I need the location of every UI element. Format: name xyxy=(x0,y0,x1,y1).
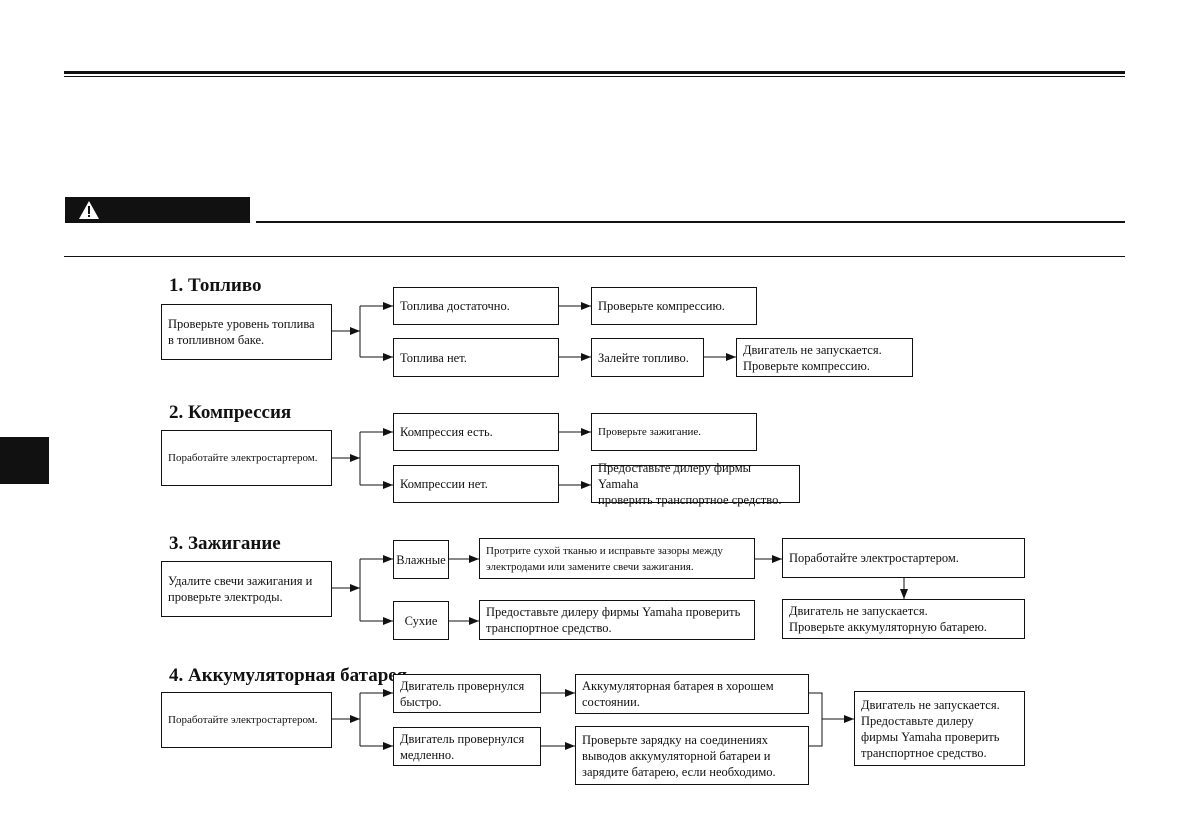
fuel-bad-action-box: Залейте топливо. xyxy=(591,338,704,377)
fuel-bad-box: Топлива нет. xyxy=(393,338,559,377)
compression-ok-action-box: Проверьте зажигание. xyxy=(591,413,757,451)
section-title-fuel: 1. Топливо xyxy=(169,275,262,296)
fuel-ok-box: Топлива достаточно. xyxy=(393,287,559,325)
fuel-ok-action-box: Проверьте компрессию. xyxy=(591,287,757,325)
compression-bad-action-box: Предоставьте дилеру фирмы Yamaha провери… xyxy=(591,461,800,507)
compression-ok-action-text: Проверьте зажигание. xyxy=(598,426,702,438)
ignition-dry-text: Сухие xyxy=(404,613,438,628)
ignition-wet-text: Влажные xyxy=(396,552,446,567)
battery-fast-result-box: Аккумуляторная батарея в хорошем состоян… xyxy=(575,674,809,714)
battery-final-box: Двигатель не запускается. Предоставьте д… xyxy=(854,691,1025,766)
warning-icon xyxy=(79,201,99,219)
fuel-ok-text: Топлива достаточно. xyxy=(400,299,510,313)
fuel-result-text: Двигатель не запускается. Проверьте комп… xyxy=(743,342,882,373)
ignition-wet-next-box: Поработайте электростартером. xyxy=(782,538,1025,578)
warning-rule xyxy=(256,221,1125,223)
ignition-dry-box: Сухие xyxy=(393,601,449,640)
ignition-wet-action-text: Протрите сухой тканью и исправьте зазоры… xyxy=(486,544,723,573)
ignition-wet-result-box: Двигатель не запускается. Проверьте акку… xyxy=(782,599,1025,639)
ignition-dry-action-text: Предоставьте дилеру фирмы Yamaha провери… xyxy=(486,605,741,635)
battery-slow-box: Двигатель провернулся медленно. xyxy=(393,727,541,766)
ignition-start-box: Удалите свечи зажигания и проверьте элек… xyxy=(161,561,332,617)
battery-slow-text: Двигатель провернулся медленно. xyxy=(400,731,525,762)
battery-start-box: Поработайте электростартером. xyxy=(161,692,332,748)
section-title-compression: 2. Компрессия xyxy=(169,402,292,423)
warning-banner xyxy=(65,197,250,223)
battery-fast-text: Двигатель провернулся быстро. xyxy=(400,678,525,709)
battery-final-text: Двигатель не запускается. Предоставьте д… xyxy=(861,697,1000,760)
battery-fast-result-text: Аккумуляторная батарея в хорошем состоян… xyxy=(582,679,774,709)
top-rule-thin xyxy=(64,76,1125,77)
fuel-bad-text: Топлива нет. xyxy=(400,350,467,365)
battery-start-text: Поработайте электростартером. xyxy=(168,714,318,726)
battery-slow-action-text: Проверьте зарядку на соединениях выводов… xyxy=(582,732,776,779)
compression-ok-text: Компрессия есть. xyxy=(400,425,493,439)
fuel-bad-action-text: Залейте топливо. xyxy=(598,350,689,365)
ignition-wet-result-text: Двигатель не запускается. Проверьте акку… xyxy=(789,604,987,634)
compression-ok-box: Компрессия есть. xyxy=(393,413,559,451)
chapter-tab xyxy=(0,437,49,484)
compression-bad-action-text: Предоставьте дилеру фирмы Yamaha провери… xyxy=(598,461,782,507)
fuel-ok-action-text: Проверьте компрессию. xyxy=(598,299,725,313)
fuel-start-text: Проверьте уровень топлива в топливном ба… xyxy=(168,317,315,347)
ignition-wet-box: Влажные xyxy=(393,540,449,579)
ignition-start-text: Удалите свечи зажигания и проверьте элек… xyxy=(168,574,313,604)
warning-bottom-rule xyxy=(64,256,1125,257)
fuel-start-box: Проверьте уровень топлива в топливном ба… xyxy=(161,304,332,360)
fuel-result-box: Двигатель не запускается. Проверьте комп… xyxy=(736,338,913,377)
battery-fast-box: Двигатель провернулся быстро. xyxy=(393,674,541,713)
ignition-wet-action-box: Протрите сухой тканью и исправьте зазоры… xyxy=(479,538,755,579)
battery-slow-action-box: Проверьте зарядку на соединениях выводов… xyxy=(575,726,809,785)
ignition-dry-action-box: Предоставьте дилеру фирмы Yamaha провери… xyxy=(479,600,755,640)
section-title-battery: 4. Аккумуляторная батарея xyxy=(169,665,407,686)
compression-start-box: Поработайте электростартером. xyxy=(161,430,332,486)
compression-bad-text: Компрессии нет. xyxy=(400,477,488,491)
top-rule-thick xyxy=(64,71,1125,74)
compression-start-text: Поработайте электростартером. xyxy=(168,452,318,464)
section-title-ignition: 3. Зажигание xyxy=(169,533,281,554)
compression-bad-box: Компрессии нет. xyxy=(393,465,559,503)
ignition-wet-next-text: Поработайте электростартером. xyxy=(789,551,959,565)
